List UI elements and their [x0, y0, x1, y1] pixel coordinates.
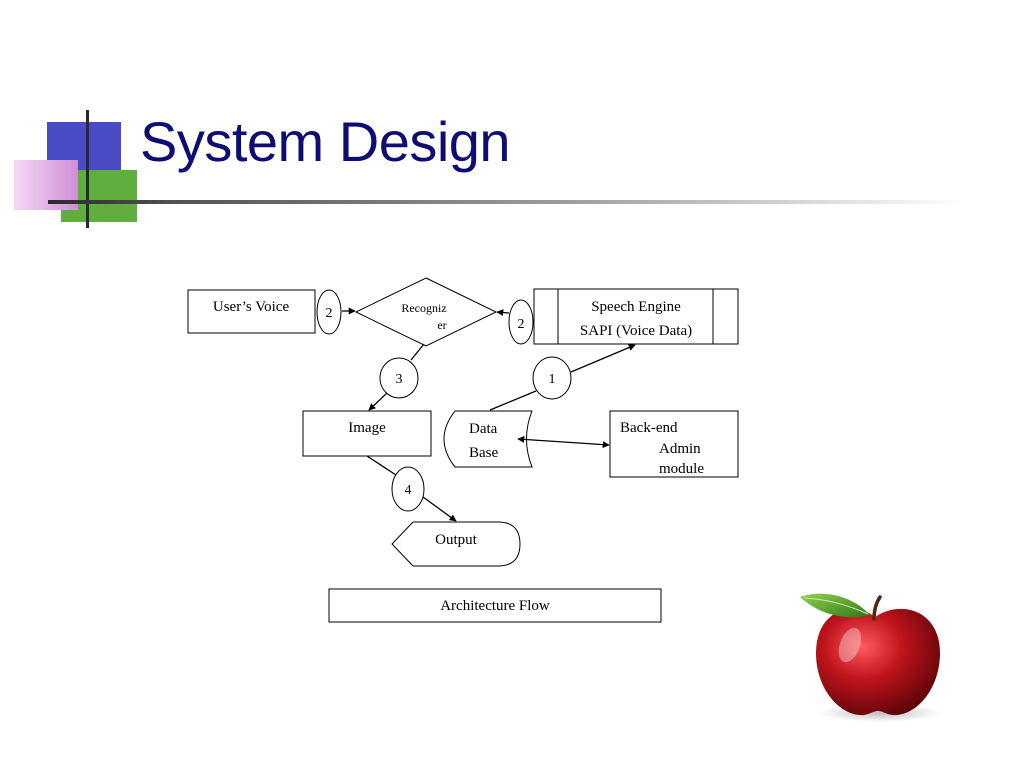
sapi-label: SAPI (Voice Data)	[580, 323, 692, 339]
output-display: Output	[391, 521, 521, 567]
step-badge-database-to-engine: 1	[532, 356, 572, 400]
database-label-line1: Data	[469, 421, 498, 437]
output-label: Output	[435, 532, 478, 548]
svg-text:3: 3	[396, 372, 403, 387]
arrow-step1-to-engine	[570, 344, 636, 373]
recognizer-decision: Recogniz er	[354, 277, 498, 347]
caption-label: Architecture Flow	[440, 598, 550, 614]
step-badge-user-to-recognizer: 2	[316, 289, 342, 335]
caption-box: Architecture Flow	[328, 588, 662, 623]
image-box: Image	[302, 410, 432, 457]
svg-text:2: 2	[518, 317, 525, 332]
arrow-step3-to-image	[368, 392, 388, 411]
backend-admin-box: Back-end Admin module	[609, 410, 739, 478]
users-voice-label: User’s Voice	[213, 299, 290, 315]
title-underline	[48, 200, 968, 204]
connectors	[342, 307, 636, 522]
svg-text:2: 2	[326, 306, 333, 321]
svg-text:1: 1	[549, 372, 556, 387]
image-label: Image	[348, 420, 386, 436]
line-image-to-step4	[366, 455, 397, 476]
speech-engine-box: Speech Engine SAPI (Voice Data)	[533, 288, 739, 345]
recognizer-label-line2: er	[437, 318, 446, 332]
backend-label-line1: Back-end	[620, 420, 678, 436]
apple-icon	[800, 593, 942, 722]
step-badge-image-to-output: 4	[391, 466, 425, 512]
database-label-line2: Base	[469, 445, 499, 461]
users-voice-box: User’s Voice	[187, 289, 316, 334]
line-database-to-step1	[489, 390, 537, 411]
backend-label-line2: Admin	[659, 441, 701, 457]
arrow-database-backend	[517, 435, 610, 449]
recognizer-label-line1: Recogniz	[401, 301, 446, 315]
arrow-step4-to-output	[422, 496, 457, 522]
database-cylinder: Data Base	[443, 410, 533, 468]
step-badge-recognizer-to-image: 3	[379, 357, 419, 399]
backend-label-line3: module	[659, 461, 704, 477]
svg-text:4: 4	[405, 483, 412, 498]
arrow-engine-to-recognizer	[496, 309, 510, 317]
slide-title: System Design	[140, 110, 511, 173]
step-badge-engine-to-recognizer: 2	[508, 299, 534, 345]
speech-engine-label: Speech Engine	[591, 299, 681, 315]
decor-vertical-line	[86, 110, 89, 228]
line-recognizer-to-step3	[410, 343, 425, 361]
